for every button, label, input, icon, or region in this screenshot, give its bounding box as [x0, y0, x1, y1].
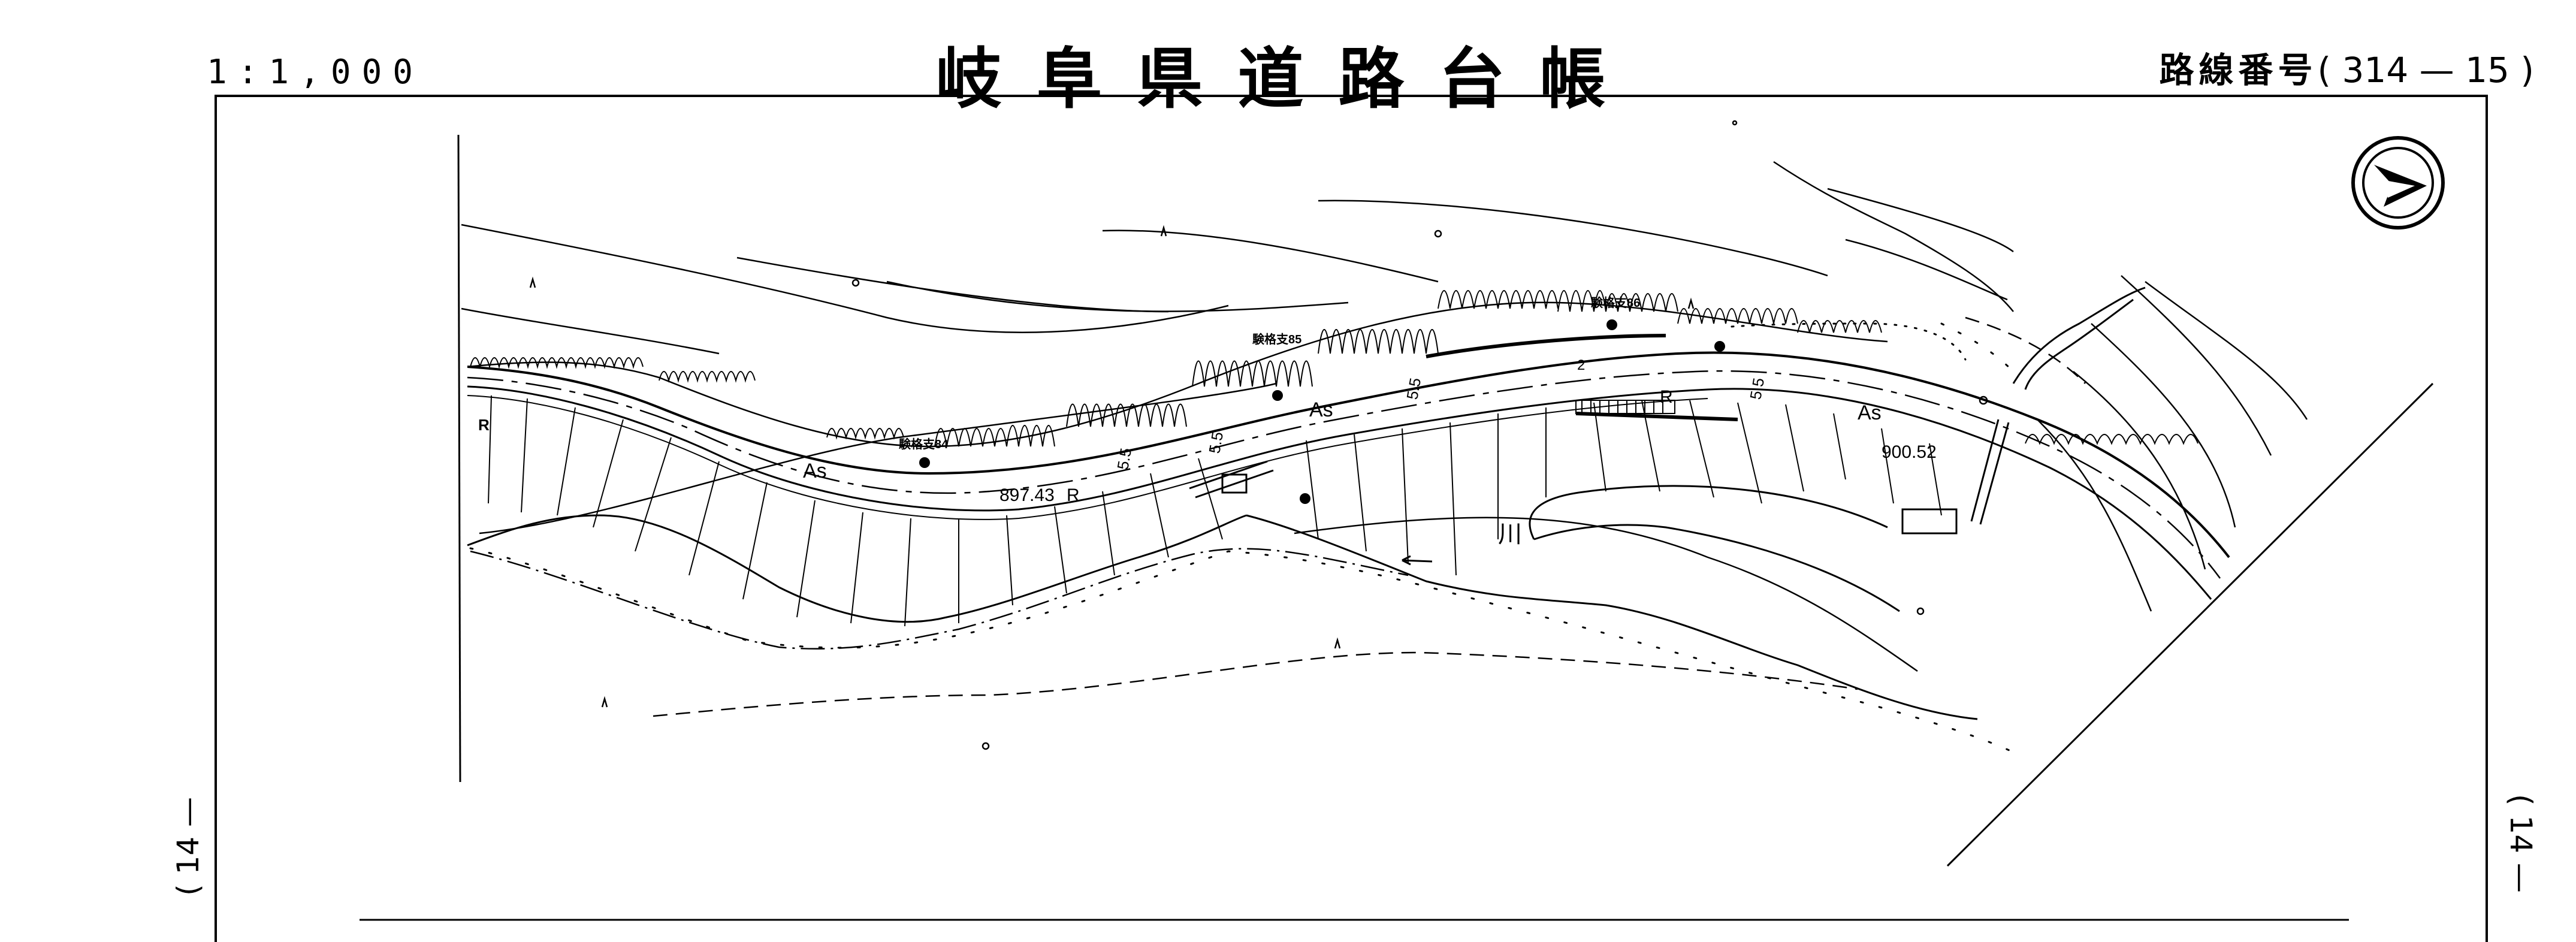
control-point-icon	[1272, 390, 1283, 401]
pavement-label: As	[803, 460, 827, 482]
elevation-label: 900.52	[1882, 442, 1937, 462]
pavement-label: As	[1858, 401, 1882, 424]
map-scale: 1:1,000	[207, 53, 424, 92]
map-labels: 験格支84 験格支85 験格支86 897.43 900.52 As As As…	[478, 295, 1937, 548]
route-number-value: 314 — 15	[2342, 50, 2509, 90]
control-point-icon	[1300, 493, 1310, 504]
creek-banks	[467, 485, 1978, 720]
vegetation-symbols	[529, 120, 1988, 750]
broadleaf-tree-icon	[1434, 230, 1442, 238]
r-marker: R	[478, 416, 490, 434]
slope-scallops-upper	[470, 290, 2198, 447]
pavement-label: As	[1309, 398, 1333, 421]
width-label: 5.5	[1205, 430, 1227, 455]
slope-lines-lower	[488, 395, 1942, 627]
map-right-edge	[1946, 382, 2434, 867]
guard-rail	[1426, 334, 1738, 421]
deciduous-tree-icon	[529, 276, 536, 288]
boundary-dotted	[469, 322, 2021, 756]
station-label-84: 験格支84	[899, 437, 949, 451]
elevation-label: 897.43	[999, 485, 1055, 505]
river-label: 川	[1498, 521, 1522, 548]
width-label: 5.5	[1746, 376, 1768, 401]
page-title: 岐阜県道路台帳	[935, 40, 1641, 117]
control-point-icon	[1714, 341, 1725, 352]
control-point-icon	[919, 457, 930, 468]
width-label: 5.5	[1403, 376, 1424, 401]
number-label: 2	[1577, 357, 1585, 373]
map-left-edge	[457, 134, 461, 783]
route-open-paren: (	[2317, 50, 2332, 90]
contour-dashed	[653, 316, 2086, 717]
road-edges	[467, 351, 2230, 600]
broadleaf-tree-icon	[1916, 607, 1925, 615]
side-mark-right: ( 14 —	[2503, 794, 2538, 893]
broadleaf-tree-icon	[851, 279, 860, 287]
deciduous-tree-icon	[601, 696, 608, 708]
deciduous-tree-icon	[1334, 637, 1341, 649]
deciduous-tree-icon	[1687, 297, 1695, 309]
width-label: 5.5	[1113, 446, 1135, 471]
bridge-structure	[1189, 286, 2146, 535]
dotted-path	[1731, 322, 1967, 361]
r-marker: R	[1660, 387, 1673, 407]
route-number: 路線番号( 314 — 15 )	[2159, 42, 2534, 92]
north-arrow-icon	[2351, 136, 2445, 230]
hatch-block	[1575, 400, 1675, 414]
station-label-86: 験格支86	[1591, 295, 1640, 310]
ditch-line	[470, 548, 1409, 650]
map-frame	[215, 95, 2488, 942]
flow-arrow	[1402, 555, 1433, 566]
contour-lines	[461, 161, 2308, 672]
deciduous-tree-icon	[1160, 225, 1167, 237]
control-points	[919, 319, 1725, 504]
route-close-paren: )	[2520, 50, 2534, 90]
r-marker: R	[1067, 485, 1080, 505]
control-point-icon	[1606, 319, 1617, 330]
station-label-85: 験格支85	[1252, 332, 1301, 346]
broadleaf-tree-icon	[1732, 120, 1738, 126]
route-number-label: 路線番号	[2159, 50, 2318, 90]
broadleaf-tree-icon	[982, 742, 990, 750]
broadleaf-tree-icon	[1979, 395, 1988, 405]
